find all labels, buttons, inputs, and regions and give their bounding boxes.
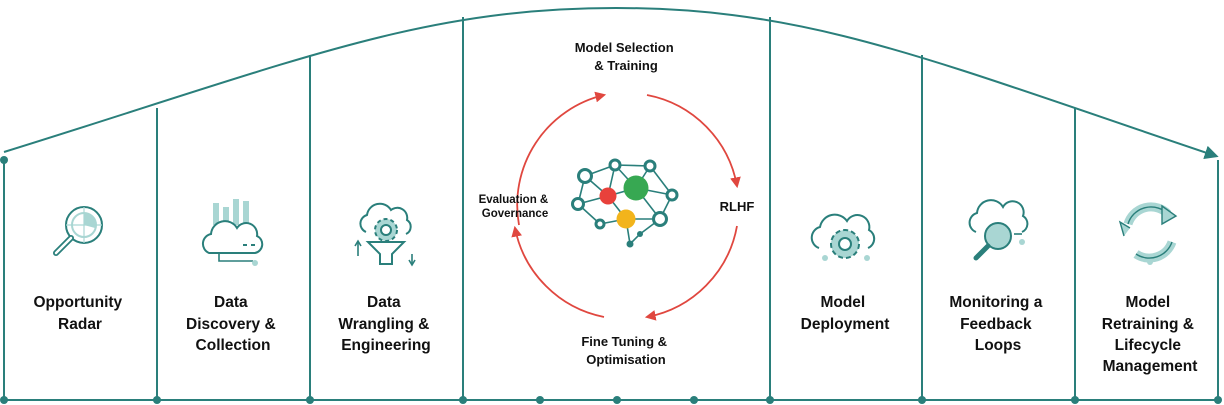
cycle-label-bottom: Fine Tuning & Optimisation	[581, 334, 670, 367]
cloud-gear-icon	[810, 213, 876, 261]
baseline-dot	[690, 396, 698, 404]
stage-label-model-deployment: Model Deployment	[801, 294, 890, 333]
magnifier-radar-icon	[53, 206, 103, 256]
cycle-label-right: RLHF	[720, 199, 755, 214]
neural-node-yellow	[616, 209, 636, 229]
cloud-data-bars-icon	[201, 199, 264, 266]
baseline-dot	[153, 396, 161, 404]
cloud-gear-funnel-icon	[354, 202, 416, 267]
cycle-arrow-left-top	[516, 91, 607, 226]
neural-node-green	[623, 175, 649, 201]
stage-label-data-wrangling: Data Wrangling & Engineering	[338, 294, 433, 354]
neural-brain-icon	[571, 158, 679, 248]
baseline-dot	[0, 396, 8, 404]
baseline-dot	[1071, 396, 1079, 404]
stage-label-opportunity-radar: Opportunity Radar	[34, 294, 127, 333]
cycle-label-top: Model Selection & Training	[575, 40, 678, 73]
cycle-arrow-bottom-left	[511, 225, 605, 318]
stage-dividers	[3, 17, 1219, 400]
refresh-cycle-icon	[1118, 202, 1178, 265]
baseline-dot	[536, 396, 544, 404]
cloud-magnifier-icon	[968, 199, 1029, 261]
stage-label-model-retraining: Model Retraining & Lifecycle Management	[1102, 294, 1198, 375]
cycle-arrow-right-bottom	[644, 225, 738, 321]
cycle-arrow-top-right	[646, 94, 741, 189]
stage-label-data-discovery: Data Discovery & Collection	[186, 294, 280, 354]
baseline-dots	[0, 396, 1222, 404]
baseline-dot	[459, 396, 467, 404]
stage-label-monitoring: Monitoring a Feedback Loops	[949, 294, 1046, 354]
baseline-dot	[918, 396, 926, 404]
cycle-arrows	[511, 91, 741, 321]
cycle-label-left: Evaluation & Governance	[479, 194, 552, 220]
baseline-dot	[306, 396, 314, 404]
baseline-dot	[1214, 396, 1222, 404]
baseline-dot	[613, 396, 621, 404]
neural-node-red	[599, 187, 617, 205]
lifecycle-curve	[3, 6, 1219, 160]
baseline-dot	[766, 396, 774, 404]
